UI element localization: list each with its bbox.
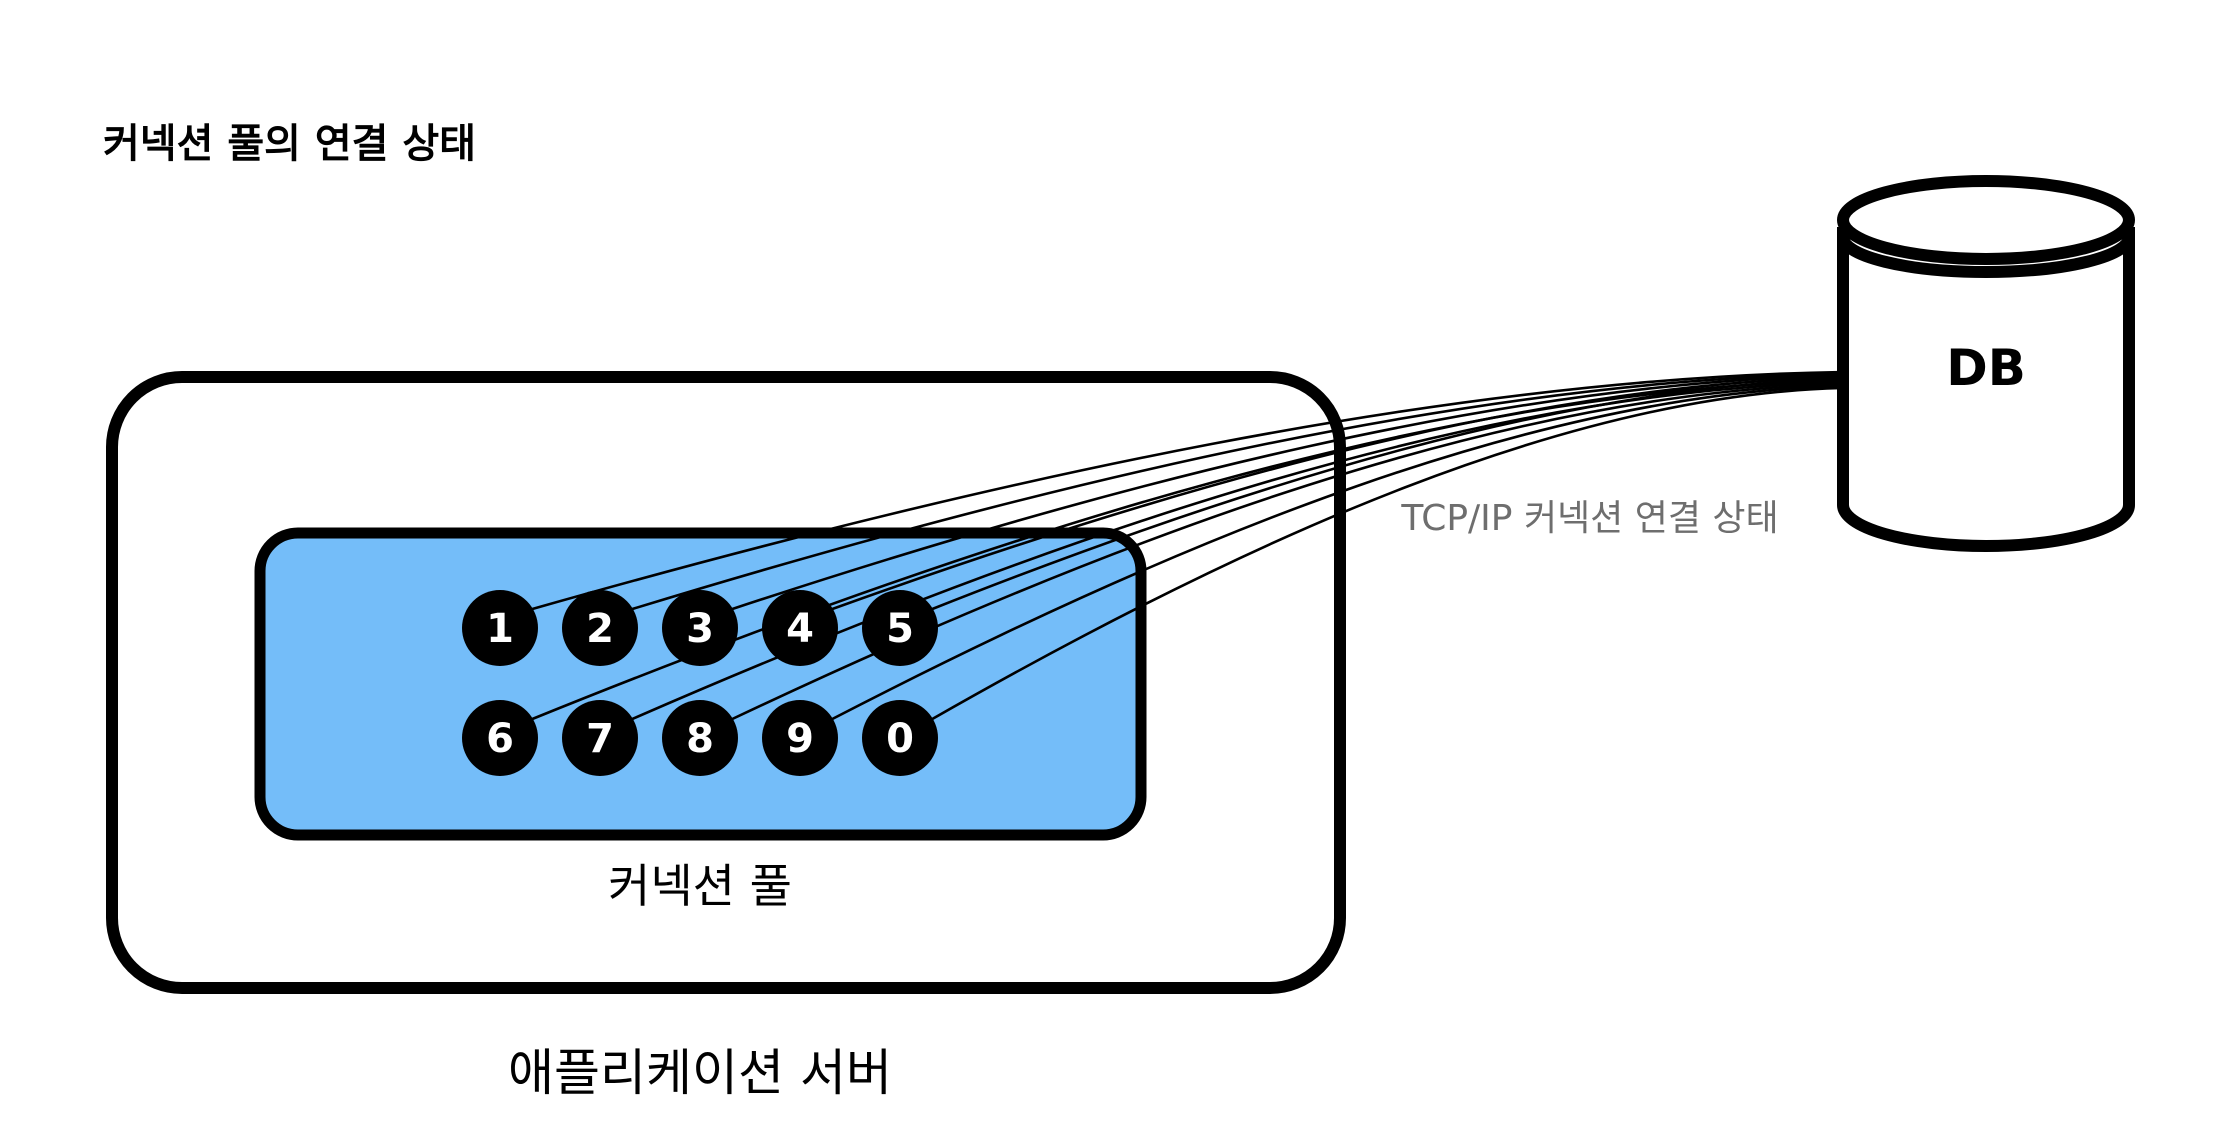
db-cylinder-top [1837,175,2135,265]
connection-circle [762,700,838,776]
connection-item: 4 [762,590,838,666]
connection-number: 6 [486,716,514,762]
db-cylinder-rim [1837,236,2135,278]
tcp-connection-line [531,379,1844,721]
tcp-connection-label: TCP/IP 커넥션 연결 상태 [1400,498,1778,539]
connection-item: 8 [662,700,738,776]
connection-circle [662,700,738,776]
connection-circle [562,590,638,666]
tcp-connection-line [531,370,1844,611]
connection-number: 0 [886,716,914,762]
database-cylinder-icon [1837,175,2135,552]
connection-item: 6 [462,700,538,776]
connection-circle [562,700,638,776]
db-cylinder-body [1837,227,2135,552]
connection-circle [762,590,838,666]
connection-number: 3 [686,606,714,652]
connection-list: 1 2 3 4 5 6 7 8 9 0 [462,590,938,776]
connection-item: 0 [862,700,938,776]
connection-number: 9 [786,716,814,762]
connection-item: 2 [562,590,638,666]
connection-item: 5 [862,590,938,666]
tcp-connection-line [831,376,1844,611]
connection-item: 9 [762,700,838,776]
tcp-connection-line [931,386,1844,721]
connection-circle [862,700,938,776]
connection-number: 8 [686,716,714,762]
connection-item: 3 [662,590,738,666]
tcp-connection-line [631,372,1844,611]
connection-circle [662,590,738,666]
connection-circle [462,700,538,776]
connection-number: 5 [886,606,914,652]
connection-circle [862,590,938,666]
connection-number: 1 [486,606,514,652]
connection-circle [462,590,538,666]
connection-number: 4 [786,606,814,652]
connection-number: 2 [586,606,614,652]
connection-item: 7 [562,700,638,776]
diagram-title: 커넥션 풀의 연결 상태 [103,121,476,167]
connection-pool-label: 커넥션 풀 [608,859,792,913]
application-server-label: 애플리케이션 서버 [508,1044,892,1102]
connection-number: 7 [586,716,614,762]
tcp-connection-line [731,374,1844,611]
tcp-connection-line [831,384,1844,721]
connection-item: 1 [462,590,538,666]
db-label: DB [1946,339,2026,397]
